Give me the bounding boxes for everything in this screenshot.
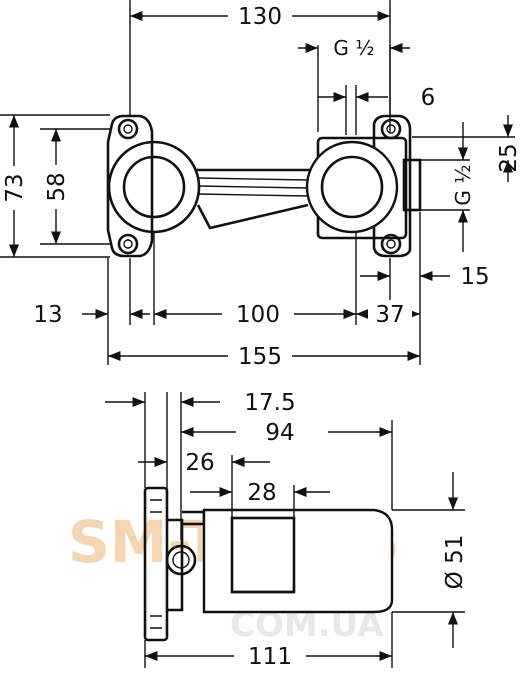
dim-130-bg [228, 2, 292, 30]
dim-thread-side-label: G ½ [451, 164, 475, 205]
side-view: 17.5 94 26 28 Ø 51 111 [105, 390, 468, 670]
dim-25-label: 25 [496, 143, 522, 172]
left-bottom-screw-hole-inner [123, 239, 133, 249]
left-top-screw-hole-inner [123, 124, 133, 134]
dim-130-label: 130 [238, 4, 282, 30]
ext-bottom [107, 212, 421, 365]
right-mounting-plate [372, 114, 412, 258]
dim-155-bg [228, 342, 292, 370]
left-bottom-screw-hole [117, 233, 139, 255]
right-bottom-screw-hole [380, 233, 402, 255]
dim-28-label: 28 [247, 480, 276, 506]
dim-51-bg [440, 520, 468, 602]
dim-thread-side-bg [451, 162, 475, 208]
right-valve-bore [320, 155, 384, 219]
dim-111-bg [234, 642, 306, 670]
dim-155-label: 155 [238, 344, 282, 370]
dim-73-label: 73 [2, 173, 28, 202]
left-valve-bore [122, 155, 186, 219]
side-connection-neck [167, 518, 184, 612]
dim-73-bg [2, 166, 26, 210]
dim-94-label: 94 [265, 420, 294, 446]
dim-26-label: 26 [185, 450, 214, 476]
dim-thread-top-label: G ½ [333, 36, 374, 60]
side-outlet-bore [172, 551, 190, 569]
dim-37-bg [368, 300, 412, 328]
top-view: 130 G ½ 6 73 58 25 G ½ 15 13 [0, 0, 522, 370]
left-mounting-plate [106, 114, 154, 258]
dim-94-bg [236, 418, 328, 446]
dim-111-label: 111 [248, 644, 292, 670]
dim-37-label: 37 [375, 302, 404, 328]
left-top-screw-hole [117, 118, 139, 140]
right-valve-body [305, 140, 399, 234]
right-top-screw-hole-inner [386, 124, 396, 134]
dim-15-label: 15 [460, 264, 489, 290]
connector-ribs [197, 177, 309, 197]
dim-100-label: 100 [236, 302, 280, 328]
dim-100-bg [222, 300, 294, 328]
side-outlet-ring [165, 544, 197, 576]
dim-58-label: 58 [44, 172, 70, 201]
side-body [202, 508, 394, 614]
dim-58-bg [44, 165, 68, 209]
connector-bottom-edge [196, 203, 309, 230]
dim-17-5-label: 17.5 [244, 390, 295, 416]
right-top-screw-hole [380, 118, 402, 140]
ext-6 [345, 85, 357, 135]
dim-6-label: 6 [421, 85, 436, 111]
right-bottom-screw-hole-inner [386, 239, 396, 249]
ext-thread-top [317, 45, 391, 132]
left-valve-body [107, 140, 201, 234]
side-plate-slots [150, 499, 162, 629]
dim-13-label: 13 [33, 302, 62, 328]
dim-51-label: Ø 51 [442, 535, 468, 590]
